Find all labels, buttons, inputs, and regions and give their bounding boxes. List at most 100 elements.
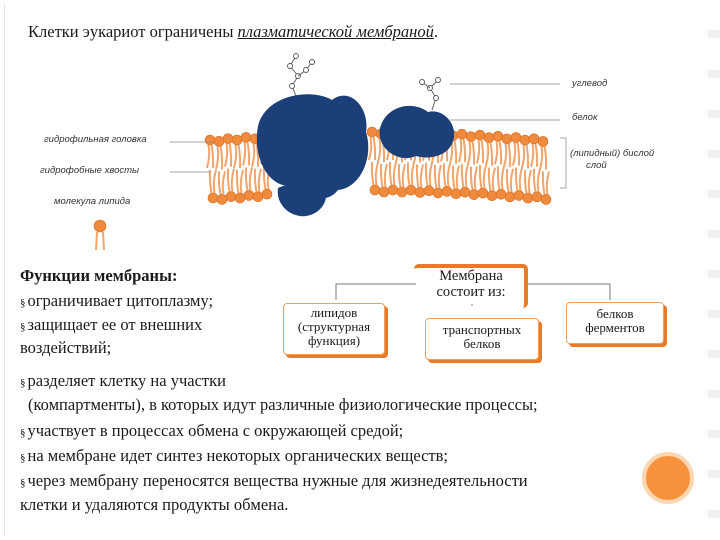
lipid-head: [469, 190, 479, 200]
lipid-head: [442, 186, 452, 196]
lipid-tail: [509, 144, 511, 167]
slide-frame-left: [4, 4, 15, 536]
lipid-tail: [536, 144, 538, 167]
lipid-tail: [243, 142, 245, 165]
lipid-tail: [399, 164, 401, 187]
function-item: §разделяет клетку на участки: [20, 371, 226, 391]
lipid-molecule-icon: [94, 220, 106, 250]
lipid-tail: [516, 168, 518, 191]
lipid-tail: [543, 171, 545, 194]
lipid-tail: [250, 167, 252, 190]
lipid-head: [457, 129, 467, 139]
lipid-tail: [259, 169, 261, 192]
lipid-tail: [525, 170, 527, 193]
lipid-tail: [232, 169, 234, 192]
label-protein: белок: [572, 112, 597, 123]
lipid-head: [241, 132, 251, 142]
lipid-tail: [480, 165, 482, 188]
lipid-head: [406, 185, 416, 195]
lipid-tail: [221, 146, 223, 169]
lipid-tail: [381, 164, 383, 187]
lipid-tail: [455, 141, 457, 164]
lipid-tail: [394, 162, 396, 185]
bullet-icon: §: [20, 297, 26, 309]
label-bilayer-1: (липидный) бислой: [570, 148, 654, 159]
lipid-tail: [234, 145, 236, 168]
lipid-tail: [500, 141, 502, 164]
lipid-tail: [435, 165, 437, 188]
lipid-tail: [252, 144, 254, 167]
lipid-tail: [482, 140, 484, 163]
label-carbohydrate: углевод: [572, 78, 607, 89]
lipid-head: [223, 134, 233, 144]
lipid-tail: [444, 163, 446, 186]
lipid-tail: [210, 170, 212, 193]
lipid-tail: [464, 139, 466, 162]
bullet-icon: §: [20, 321, 26, 333]
lipid-tail: [374, 137, 376, 160]
lipid-tail: [486, 143, 488, 166]
lipid-tail: [255, 169, 257, 192]
lipid-tail: [241, 170, 243, 193]
lipid-head: [502, 134, 512, 144]
membrane-illustration: [20, 48, 660, 258]
lipid-tail: [504, 144, 506, 167]
label-bilayer-2: слой: [586, 160, 607, 171]
lipid-head: [532, 192, 542, 202]
slide-title: Клетки эукариот ограничены плазматическо…: [28, 22, 438, 42]
function-item: §через мембрану переносятся вещества нуж…: [20, 471, 528, 491]
lipid-tail: [547, 171, 549, 194]
lipid-head: [208, 193, 218, 203]
lipid-head: [466, 132, 476, 142]
protein-bottom: [278, 184, 326, 216]
label-hydrophilic-head: гидрофильная головка: [44, 134, 147, 145]
lipid-head: [484, 133, 494, 143]
lipid-head: [235, 193, 245, 203]
lipid-tail: [502, 166, 504, 189]
lipid-head: [487, 191, 497, 201]
protein-right: [380, 106, 455, 158]
bullet-icon: §: [20, 377, 26, 389]
decorative-circle: [642, 452, 694, 504]
lipid-tail: [484, 165, 486, 188]
lipid-head: [205, 135, 215, 145]
lipid-tail: [453, 166, 455, 189]
lipid-head: [244, 190, 254, 200]
lipid-head: [511, 133, 521, 143]
lipid-head: [496, 189, 506, 199]
lipid-tail: [498, 166, 500, 189]
title-suffix: .: [434, 22, 438, 41]
lipid-tail: [545, 146, 547, 169]
lipid-tail: [538, 169, 540, 192]
lipid-tail: [462, 164, 464, 187]
lipid-tail: [448, 163, 450, 186]
function-item-cont: воздействий;: [20, 338, 111, 358]
lipid-head: [397, 187, 407, 197]
lipid-tail: [511, 169, 513, 192]
lipid-tail: [237, 170, 239, 193]
lipid-tail: [390, 162, 392, 185]
lipid-tail: [513, 143, 515, 166]
lipid-tail: [495, 141, 497, 164]
lipid-tail: [489, 168, 491, 191]
lipid-tail: [239, 145, 241, 168]
lipid-tail: [216, 146, 218, 169]
lipid-tail: [230, 144, 232, 167]
lipid-tail: [248, 142, 250, 165]
lipid-head: [514, 191, 524, 201]
lipid-tail: [421, 164, 423, 187]
lipid-head: [538, 136, 548, 146]
lipid-tail: [468, 142, 470, 165]
lipid-head: [415, 187, 425, 197]
lipid-tail: [459, 139, 461, 162]
lipid-head: [529, 134, 539, 144]
lipid-head: [493, 131, 503, 141]
lipid-tail: [228, 169, 230, 192]
lipid-tail: [214, 170, 216, 193]
lipid-head: [505, 192, 515, 202]
lipid-head: [451, 189, 461, 199]
lipid-tail: [219, 171, 221, 194]
function-item-cont: клетки и удаляются продукты обмена.: [20, 495, 288, 515]
function-item: §ограничивает цитоплазму;: [20, 291, 213, 311]
